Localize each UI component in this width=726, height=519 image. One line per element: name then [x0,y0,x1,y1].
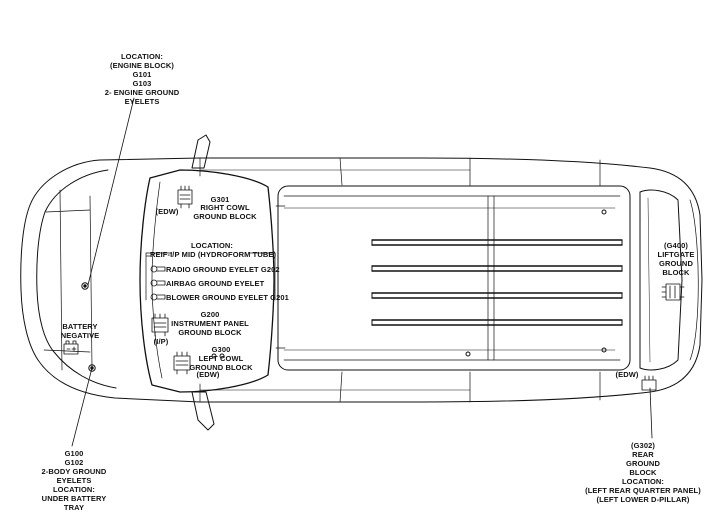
right-cowl-block-icon [177,185,193,209]
blower-eyelet-icon [150,293,166,301]
engine-ground-eyelet [81,282,89,290]
ip-block-icon [151,313,169,337]
right-cowl-label: RIGHT COWL GROUND BLOCK [193,203,257,221]
battery-negative-label: BATTERY NEGATIVE [60,322,100,340]
radio-eyelet-icon [150,265,166,273]
liftgate-block-icon [661,283,685,301]
rear-ground-leader [649,387,653,439]
radio-eyelet-label: RADIO GROUND EYELET G202 [166,265,280,274]
battery-ground-eyelet [88,364,96,372]
left-mirror [191,391,215,431]
ip-mid-bracket [145,252,276,301]
roof-panel [277,185,631,371]
battery-tray-label: G100 G102 2-BODY GROUND EYELETS LOCATION… [41,449,107,512]
left-cowl-label: G300 LEFT COWL GROUND BLOCK [189,345,253,372]
battery-icon [63,340,79,355]
battery-leader [71,367,93,447]
left-cowl-block-icon [173,351,191,375]
engine-block-label: LOCATION: (ENGINE BLOCK) G101 G103 2- EN… [104,52,180,106]
airbag-eyelet-label: AIRBAG GROUND EYELET [166,279,265,288]
instrument-panel-label: G200 INSTRUMENT PANEL GROUND BLOCK [171,310,249,337]
ip-mid-location: LOCATION: REIF-I/P MID (HYDROFORM TUBE) [150,241,277,259]
engine-block-leader [87,97,135,286]
liftgate-label: (G400) LIFTGATE GROUND BLOCK [657,241,695,277]
vehicle-body-outline [20,157,703,403]
blower-eyelet-label: BLOWER GROUND EYELET G201 [166,293,289,302]
airbag-eyelet-icon [150,279,166,287]
liftgate-outline [639,189,683,371]
rear-ground-label: (G302) REAR GROUND BLOCK LOCATION: (LEFT… [585,441,701,504]
instrument-panel-tag: (I/P) [153,337,169,346]
rear-ground-block-icon [641,375,657,391]
left-cowl-tag: (EDW) [196,370,220,379]
right-mirror [191,134,211,169]
right-cowl-tag: (EDW) [155,207,179,216]
windshield-outline [139,169,275,393]
right-cowl-id: G301 [210,195,230,204]
rear-ground-tag: (EDW) [615,370,639,379]
